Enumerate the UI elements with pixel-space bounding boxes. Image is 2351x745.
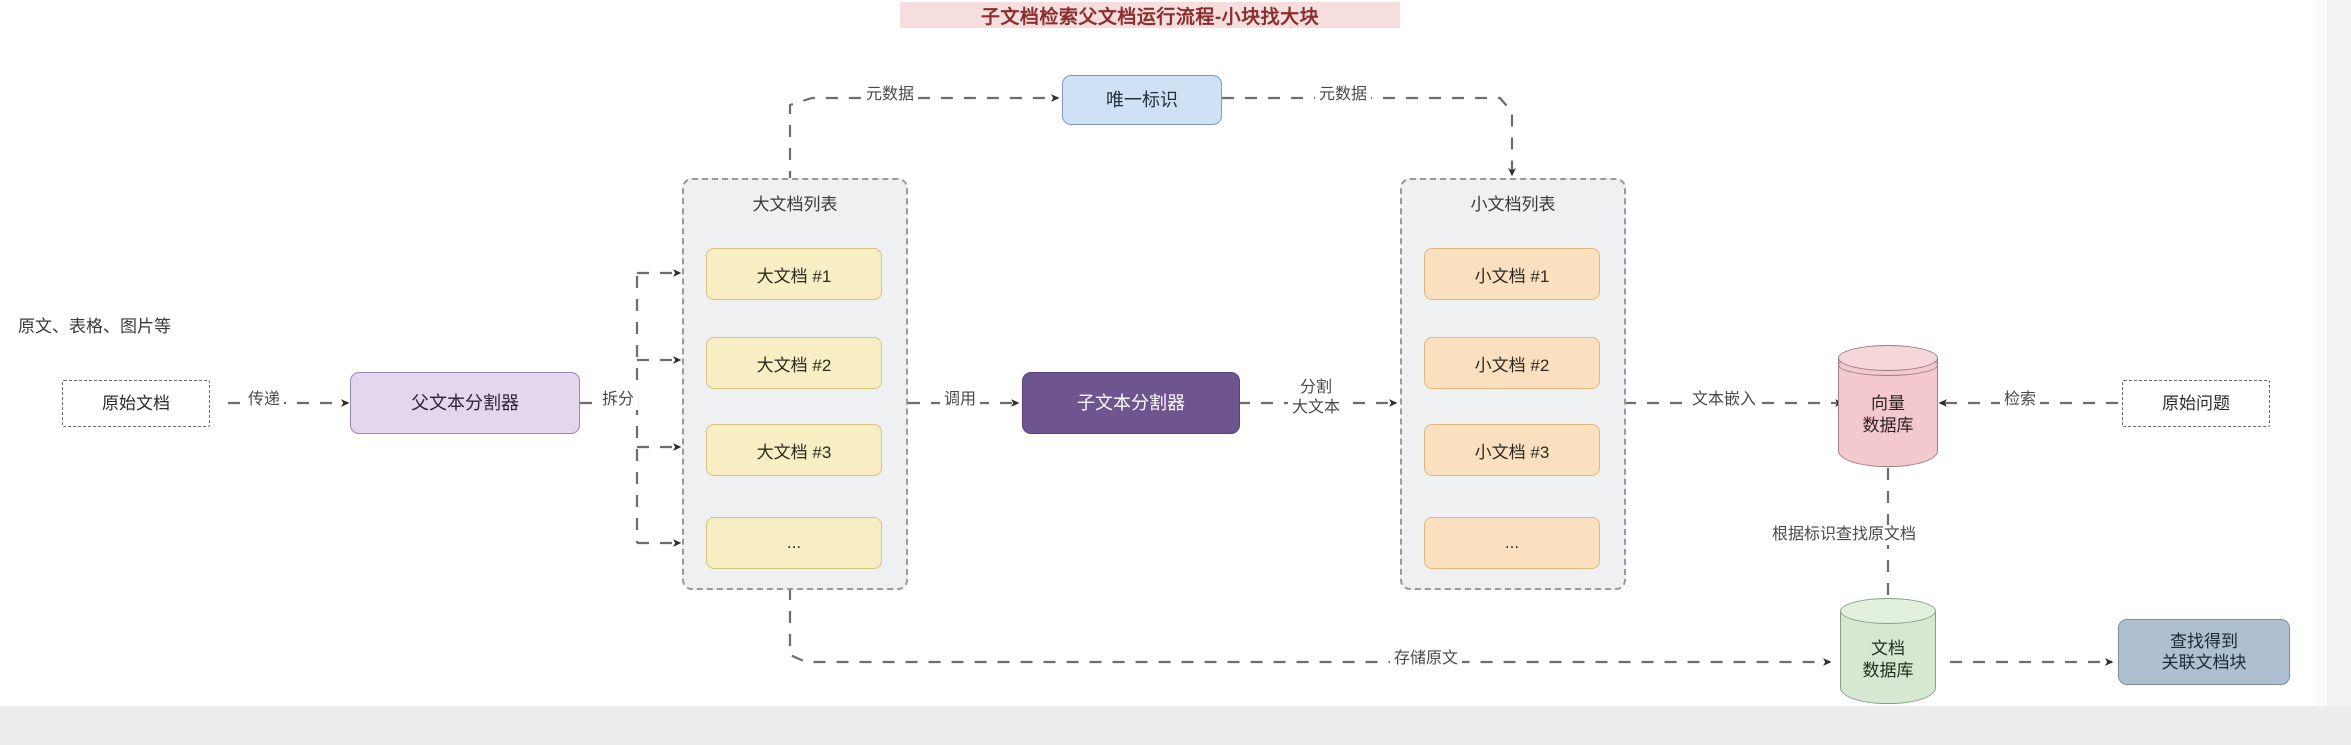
page-bottom-band [0, 706, 2351, 745]
edge-label-retrieve: 检索 [2000, 390, 2041, 410]
vector-db-top [1838, 345, 1938, 371]
chip-small-doc-2[interactable]: 小文档 #2 [1424, 337, 1600, 389]
doc-db-body [1840, 611, 1936, 704]
doc-db-label-line2: 数据库 [1862, 661, 1914, 680]
edge-label-invoke: 调用 [940, 390, 981, 410]
edge-label-split-big-text: 分割 大文本 [1288, 378, 1345, 418]
vector-db-label: 向量 数据库 [1838, 345, 1938, 467]
diagram-title: 子文档检索父文档运行流程-小块找大块 [900, 2, 1400, 28]
result-label-line2: 关联文档块 [2161, 653, 2247, 672]
cluster-big-doc-list-title: 大文档列表 [752, 195, 838, 214]
node-child-splitter[interactable]: 子文本分割器 [1022, 372, 1240, 434]
edge-label-split: 拆分 [598, 390, 639, 410]
page-right-gutter [2315, 0, 2327, 706]
edge-label-metadata-right: 元数据 [1315, 85, 1372, 105]
node-vector-database[interactable]: 向量 数据库 [1838, 345, 1938, 467]
node-original-question[interactable]: 原始问题 [2122, 380, 2270, 427]
doc-db-label: 文档 数据库 [1840, 598, 1936, 704]
result-label-line1: 查找得到 [2170, 631, 2238, 651]
edge-label-split-big-text-line2: 大文本 [1292, 399, 1341, 416]
chip-big-doc-2[interactable]: 大文档 #2 [706, 337, 882, 389]
chip-big-doc-more[interactable]: ... [706, 517, 882, 569]
edge-label-lookup-by-id: 根据标识查找原文档 [1768, 525, 1921, 545]
edge-label-metadata-left: 元数据 [862, 85, 919, 105]
chip-small-doc-1[interactable]: 小文档 #1 [1424, 248, 1600, 300]
node-document-database[interactable]: 文档 数据库 [1840, 598, 1936, 704]
edge-label-pass: 传递 [244, 390, 285, 410]
vector-db-label-line1: 向量 [1871, 393, 1905, 413]
node-raw-document[interactable]: 原始文档 [62, 380, 210, 427]
node-unique-id[interactable]: 唯一标识 [1062, 75, 1222, 125]
page-scrollbar-track[interactable] [2327, 0, 2351, 706]
chip-big-doc-1[interactable]: 大文档 #1 [706, 248, 882, 300]
edge-label-text-embedding: 文本嵌入 [1688, 390, 1761, 410]
source-hint-label: 原文、表格、图片等 [18, 317, 171, 336]
doc-db-label-line1: 文档 [1871, 638, 1905, 658]
cluster-small-doc-list-title: 小文档列表 [1470, 195, 1556, 214]
edge-label-split-big-text-line1: 分割 [1300, 379, 1333, 396]
vector-db-label-line2: 数据库 [1862, 416, 1914, 435]
chip-small-doc-3[interactable]: 小文档 #3 [1424, 424, 1600, 476]
node-result-related-chunk[interactable]: 查找得到 关联文档块 [2118, 619, 2290, 685]
doc-db-top [1840, 598, 1936, 624]
chip-small-doc-more[interactable]: ... [1424, 517, 1600, 569]
vector-db-body [1838, 358, 1938, 467]
chip-big-doc-3[interactable]: 大文档 #3 [706, 424, 882, 476]
node-parent-splitter[interactable]: 父文本分割器 [350, 372, 580, 434]
edge-label-store-original: 存储原文 [1390, 649, 1463, 669]
